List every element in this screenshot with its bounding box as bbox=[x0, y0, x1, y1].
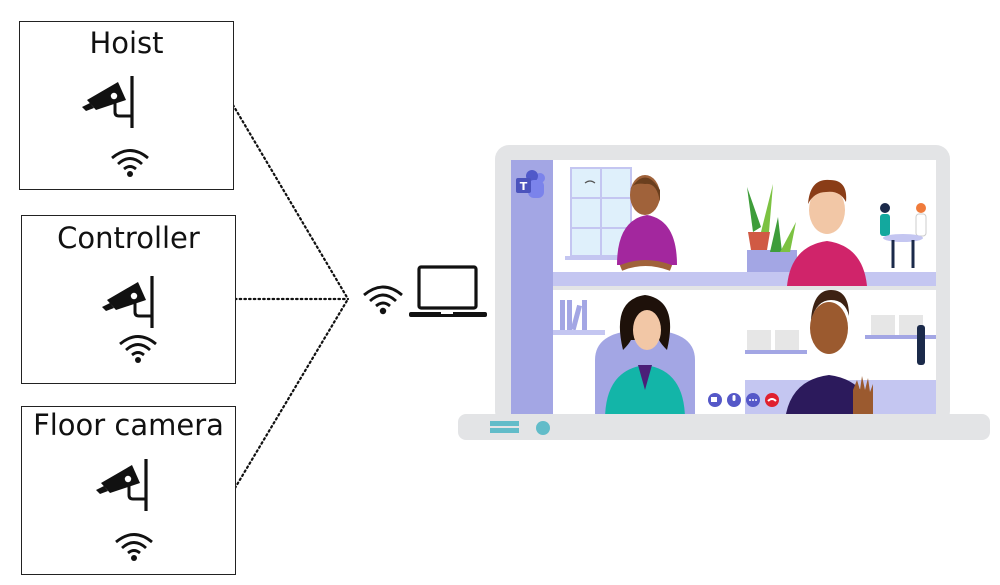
laptop-icon bbox=[408, 264, 490, 320]
menu-icon bbox=[490, 421, 519, 426]
call-controls bbox=[708, 393, 779, 407]
device-label: Controller bbox=[57, 221, 200, 255]
security-camera-icon bbox=[82, 74, 142, 130]
participant-tile-1 bbox=[565, 167, 677, 271]
wifi-icon bbox=[114, 531, 154, 561]
wifi-icon bbox=[118, 333, 158, 363]
video-meeting-illustration: T bbox=[455, 140, 995, 445]
status-dot-icon bbox=[536, 421, 550, 435]
device-hoist: Hoist bbox=[19, 21, 234, 190]
participant-tile-2 bbox=[747, 179, 927, 286]
security-camera-icon bbox=[96, 457, 156, 513]
teams-logo-icon: T bbox=[516, 170, 545, 198]
link-hoist bbox=[231, 103, 350, 301]
security-camera-icon bbox=[102, 274, 162, 330]
device-label: Hoist bbox=[89, 26, 164, 60]
device-controller: Controller bbox=[21, 215, 236, 384]
device-label: Floor camera bbox=[33, 408, 224, 442]
participant-tile-3 bbox=[553, 295, 695, 420]
participant-tile-4 bbox=[745, 290, 936, 420]
link-floor-camera bbox=[233, 297, 350, 490]
app-sidebar bbox=[511, 160, 553, 420]
svg-text:T: T bbox=[520, 180, 528, 193]
device-floor-camera: Floor camera bbox=[21, 406, 236, 575]
hub-wifi-icon bbox=[362, 283, 404, 315]
wifi-icon bbox=[110, 147, 150, 177]
laptop-base bbox=[458, 414, 990, 440]
